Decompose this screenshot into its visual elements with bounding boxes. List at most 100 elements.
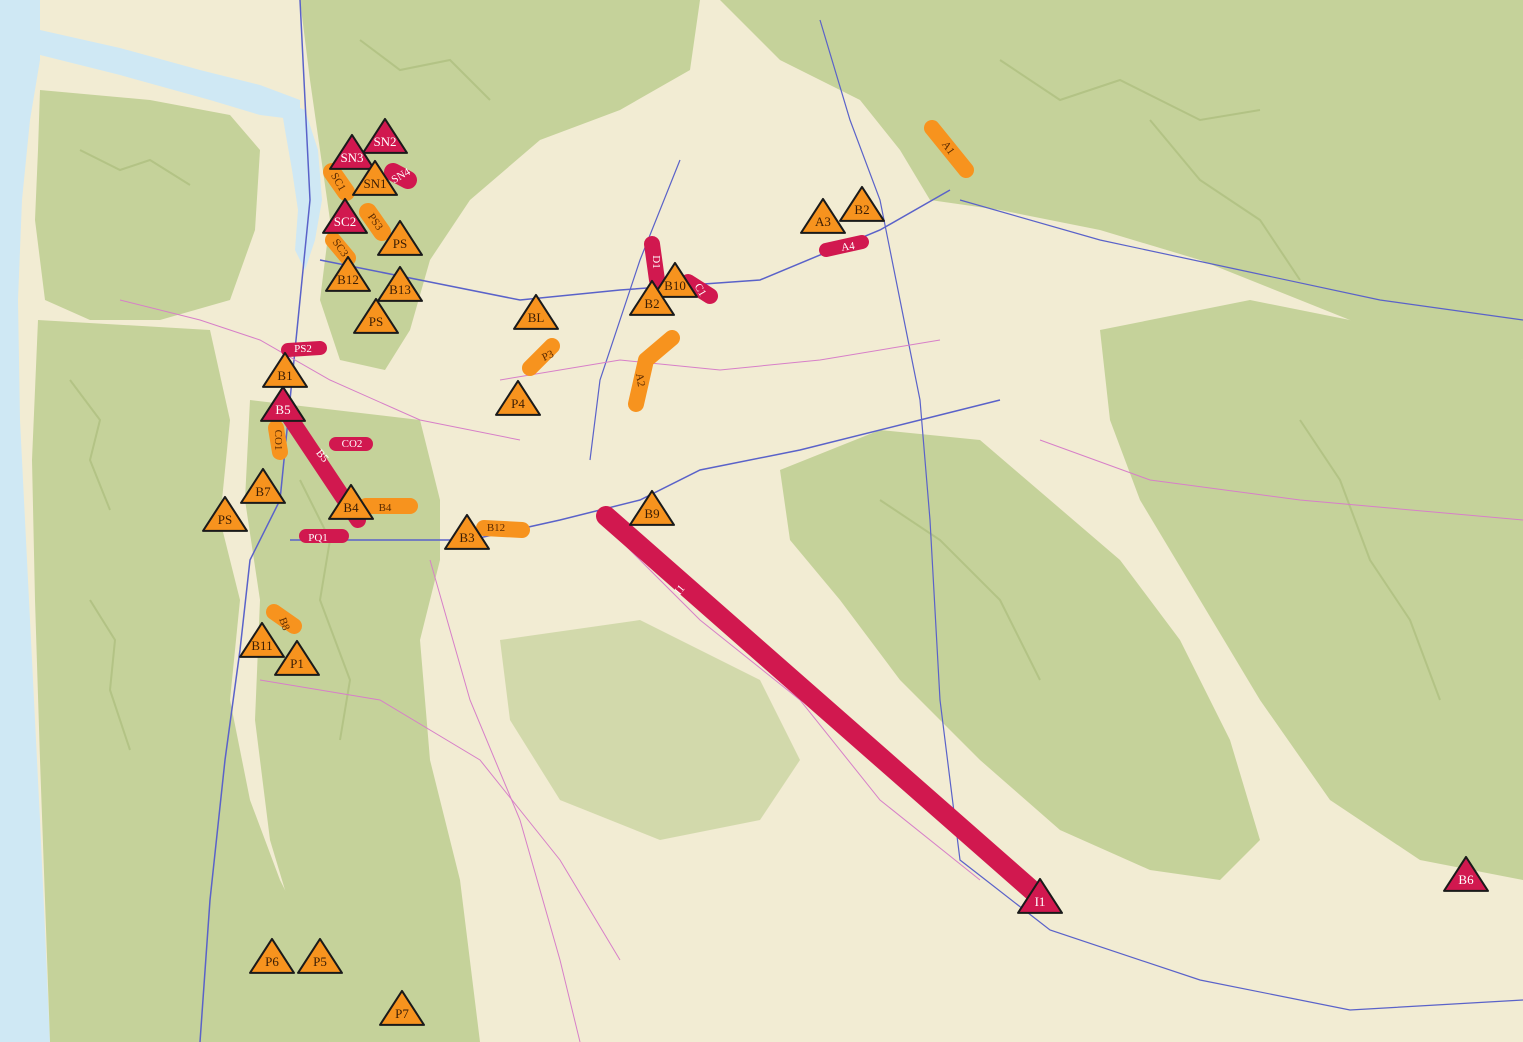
segment-i1[interactable]: I1 [596, 506, 1044, 902]
segment-line[interactable] [924, 120, 974, 178]
marker-label: P7 [395, 1006, 409, 1021]
segment-line[interactable] [680, 274, 718, 304]
triangle-icon[interactable] [377, 219, 423, 256]
segment-sc1[interactable]: SC1 [323, 163, 355, 201]
segment-pq1[interactable]: PQ1 [299, 529, 349, 544]
marker-b6[interactable]: B6 [1443, 855, 1489, 892]
marker-bl[interactable]: BL [513, 293, 559, 330]
segment-line[interactable] [359, 203, 391, 241]
triangle-icon[interactable] [1017, 877, 1063, 914]
segment-ps3[interactable]: PS3 [359, 203, 391, 241]
marker-b2[interactable]: B2 [839, 185, 885, 222]
triangle-icon[interactable] [495, 379, 541, 416]
marker-label: PS [218, 512, 232, 527]
segment-line[interactable] [325, 232, 356, 266]
marker-a3[interactable]: A3 [800, 197, 846, 234]
triangle-icon[interactable] [362, 117, 408, 154]
marker-p5[interactable]: P5 [297, 937, 343, 974]
triangle-icon[interactable] [329, 133, 375, 170]
triangle-icon[interactable] [379, 989, 425, 1026]
marker-i1[interactable]: I1 [1017, 877, 1063, 914]
triangle-icon[interactable] [262, 351, 308, 388]
marker-ps[interactable]: PS [377, 219, 423, 256]
triangle-icon[interactable] [297, 937, 343, 974]
segment-co2[interactable]: CO2 [329, 437, 373, 451]
segment-line[interactable] [281, 341, 327, 357]
segment-line[interactable] [596, 506, 1044, 902]
marker-sc2[interactable]: SC2 [322, 197, 368, 234]
triangle-icon[interactable] [1443, 855, 1489, 892]
segment-a1[interactable]: A1 [924, 120, 974, 178]
marker-p7[interactable]: P7 [379, 989, 425, 1026]
marker-p6[interactable]: P6 [249, 937, 295, 974]
triangle-icon[interactable] [240, 467, 286, 504]
marker-b10[interactable]: B10 [652, 261, 698, 298]
triangle-icon[interactable] [629, 279, 675, 316]
terrain-texture [69, 39, 1441, 751]
marker-b2[interactable]: B2 [629, 279, 675, 316]
marker-b13[interactable]: B13 [377, 265, 423, 302]
segment-line[interactable] [476, 520, 530, 538]
marker-b12[interactable]: B12 [325, 255, 371, 292]
segment-line[interactable] [628, 330, 680, 412]
marker-sn3[interactable]: SN3 [329, 133, 375, 170]
triangle-icon[interactable] [322, 197, 368, 234]
marker-b9[interactable]: B9 [629, 489, 675, 526]
segment-b8[interactable]: B8 [266, 604, 302, 634]
segment-sc3[interactable]: SC3 [325, 232, 356, 266]
triangle-icon[interactable] [328, 483, 374, 520]
marker-label: B10 [664, 278, 686, 293]
segment-a4[interactable]: A4 [819, 235, 869, 257]
marker-ps[interactable]: PS [202, 495, 248, 532]
segment-line[interactable] [819, 235, 869, 257]
segment-b4[interactable]: B4 [358, 498, 418, 514]
segment-sn4[interactable]: SN4 [384, 163, 417, 189]
marker-sn2[interactable]: SN2 [362, 117, 408, 154]
segment-line[interactable] [323, 163, 355, 201]
marker-b7[interactable]: B7 [240, 467, 286, 504]
segment-line[interactable] [522, 338, 560, 376]
triangle-icon[interactable] [800, 197, 846, 234]
triangle-icon[interactable] [652, 261, 698, 298]
marker-ps[interactable]: PS [353, 297, 399, 334]
triangle-icon[interactable] [239, 621, 285, 658]
marker-sn1[interactable]: SN1 [352, 159, 398, 196]
marker-label: B3 [459, 530, 474, 545]
segment-co1[interactable]: CO1 [268, 420, 288, 460]
segment-line[interactable] [268, 420, 288, 460]
segment-ps2[interactable]: PS2 [281, 341, 327, 357]
pacific-ocean [0, 0, 50, 1042]
triangle-icon[interactable] [444, 513, 490, 550]
marker-b4[interactable]: B4 [328, 483, 374, 520]
marker-b11[interactable]: B11 [239, 621, 285, 658]
marker-p4[interactable]: P4 [495, 379, 541, 416]
marker-label: PS [369, 314, 383, 329]
marker-p1[interactable]: P1 [274, 639, 320, 676]
triangle-icon[interactable] [513, 293, 559, 330]
segment-d1[interactable]: D1 [644, 236, 665, 288]
triangle-icon[interactable] [325, 255, 371, 292]
segment-b12[interactable]: B12 [476, 520, 530, 538]
segment-a2[interactable]: A2 [628, 330, 680, 412]
segment-p3[interactable]: P3 [522, 338, 560, 376]
triangle-icon[interactable] [249, 937, 295, 974]
segment-line[interactable] [384, 163, 417, 189]
segment-label: PQ1 [308, 532, 328, 544]
marker-label: P4 [511, 396, 525, 411]
marker-b1[interactable]: B1 [262, 351, 308, 388]
marker-b3[interactable]: B3 [444, 513, 490, 550]
triangle-icon[interactable] [353, 297, 399, 334]
segment-line[interactable] [644, 236, 665, 288]
triangle-icon[interactable] [839, 185, 885, 222]
triangle-icon[interactable] [629, 489, 675, 526]
marker-label: PS [393, 236, 407, 251]
okanogan-forest [720, 0, 1523, 360]
triangle-icon[interactable] [260, 385, 306, 422]
triangle-icon[interactable] [202, 495, 248, 532]
triangle-icon[interactable] [377, 265, 423, 302]
triangle-icon[interactable] [274, 639, 320, 676]
marker-b5[interactable]: B5 [260, 385, 306, 422]
triangle-icon[interactable] [352, 159, 398, 196]
segment-line[interactable] [266, 604, 302, 634]
